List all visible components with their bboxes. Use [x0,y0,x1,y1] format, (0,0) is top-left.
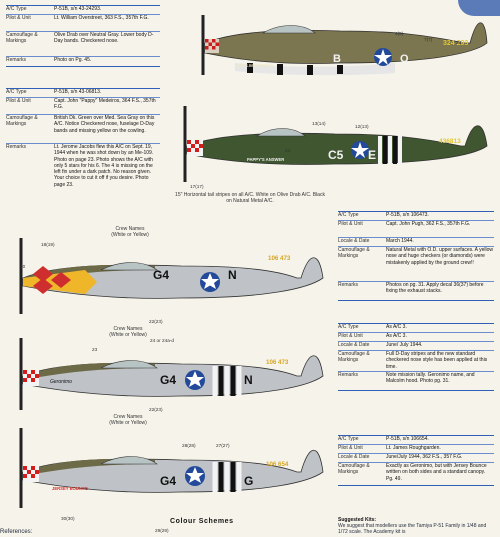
callout-p4-a: 23 [92,347,98,352]
aircraft-5-code-left: G4 [160,474,177,488]
callout-p1-a: 4(5) [395,31,404,36]
aircraft-1-nose-name: BERLIN EXPRESS [237,63,274,68]
aircraft-4-code-right: N [244,373,253,387]
callout-p5-b: 27(27) [216,443,230,448]
suggested-kits-title: Suggested Kits: [338,517,377,523]
callout-p2-b: 12(13) [355,124,369,129]
page-corner-tab [458,0,500,16]
callout-p5-a: 28(28) [182,443,196,448]
aircraft-1-code-right: O [400,53,409,65]
aircraft-4-profile [5,330,325,418]
callout-p1-b: 7(7) [424,37,433,42]
aircraft-3-code-right: N [228,268,237,282]
crew-names-label-1: Crew Names (White or Yellow) [111,226,149,239]
callout-p5-d: 29(29) [155,528,169,533]
aircraft-2-code-left: C5 [328,148,344,162]
aircraft-5-profile [5,418,325,518]
aircraft-1-profile [165,3,490,89]
callout-p4-b: 24 or 24a-d [150,338,174,343]
suggested-kits: Suggested Kits: We suggest that modeller… [338,517,494,535]
callout-p2-d: 24 [285,148,291,153]
tail-stripes-note: 15" Horizontal tail stripes on all A/C. … [175,192,325,205]
aircraft-2-profile [165,98,490,190]
crew-names-label-2: Crew Names (White or Yellow) [109,326,147,339]
aircraft-4-serial: 106 473 [266,359,289,366]
aircraft-2-serial: 436813 [439,138,461,145]
aircraft-3-serial: 106 473 [268,255,291,262]
callout-p4-c: 22(23) [149,407,163,412]
aircraft-4-nose-name: Geronimo [50,379,72,385]
aircraft-1-code-left: B [333,53,341,65]
callout-p1-c: 34 [456,40,462,45]
aircraft-2-code-right: E [368,148,377,162]
callout-p2-a: 13(14) [312,121,326,126]
crew-names-label-3: Crew Names (White or Yellow) [109,414,147,427]
callout-p5-c: 30(30) [61,516,75,521]
callout-p3-c: 22(23) [149,319,163,324]
aircraft-2-nose-name: PAPPY'S ANSWER [247,157,285,162]
aircraft-1-serial: 324 293 [443,40,469,47]
aircraft-3-profile [5,230,325,322]
callout-p3-a: 18(19) [41,242,55,247]
aircraft-4-code-left: G4 [160,373,177,387]
callout-p2-c: 17(17) [190,184,204,189]
callout-p3-b: 10 [20,264,26,269]
aircraft-5-nose-name: JERSEY BOUNCE [52,486,88,491]
colour-schemes-title: Colour Schemes [170,518,234,525]
aircraft-3-code-left: G4 [153,268,170,282]
aircraft-5-code-right: G [244,474,254,488]
references-label: References: [0,529,33,535]
aircraft-5-serial: 106 654 [266,461,289,468]
suggested-kits-text: We suggest that modellers use the Tamiya… [338,523,487,535]
